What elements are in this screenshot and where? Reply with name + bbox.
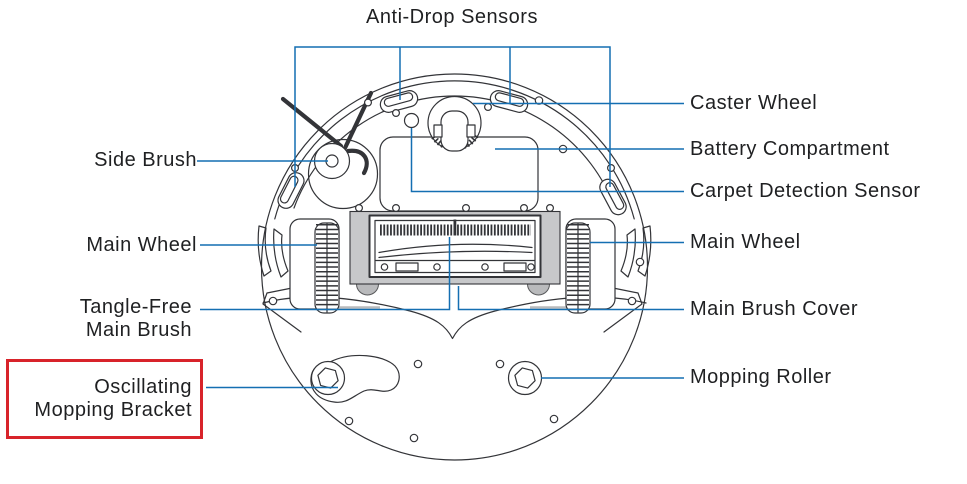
label-caster-wheel: Caster Wheel bbox=[690, 92, 818, 114]
tangle-free-main-brush-line bbox=[200, 237, 451, 311]
label-side-brush: Side Brush bbox=[94, 149, 197, 171]
carpet-detection-sensor-drawing bbox=[403, 112, 420, 129]
highlight-box-oscillating-mopping-bracket[interactable]: Oscillating Mopping Bracket bbox=[6, 359, 203, 439]
screws bbox=[268, 96, 645, 443]
anti-drop-bracket-line bbox=[294, 46, 611, 187]
label-line: Main Brush bbox=[85, 319, 192, 341]
label-main-wheel-right: Main Wheel bbox=[690, 231, 801, 253]
mopping-roller-mounts-drawing bbox=[310, 354, 543, 403]
label-tangle-free-main-brush: Tangle-Free Main Brush bbox=[0, 296, 192, 342]
label-main-brush-cover: Main Brush Cover bbox=[690, 298, 859, 320]
main-wheel-right-drawing bbox=[565, 218, 616, 314]
caster-wheel-drawing bbox=[427, 95, 482, 152]
label-battery-compartment: Battery Compartment bbox=[690, 138, 890, 160]
main-wheel-left-drawing bbox=[289, 218, 340, 314]
main-brush-drawing bbox=[349, 210, 561, 296]
carpet-detection-sensor-line bbox=[410, 128, 684, 193]
label-oscillating: Oscillating bbox=[94, 376, 192, 398]
main-brush-cover-line bbox=[457, 286, 684, 311]
label-mopping-roller: Mopping Roller bbox=[690, 366, 832, 388]
label-line: Tangle-Free bbox=[79, 296, 192, 318]
anti-drop-sensor-slots bbox=[277, 90, 627, 216]
label-carpet-detection-sensor: Carpet Detection Sensor bbox=[690, 180, 921, 202]
label-anti-drop-sensors: Anti-Drop Sensors bbox=[366, 6, 538, 28]
label-main-wheel-left: Main Wheel bbox=[86, 234, 197, 256]
leader-lines bbox=[197, 46, 684, 389]
label-mopping-bracket: Mopping Bracket bbox=[34, 399, 192, 421]
